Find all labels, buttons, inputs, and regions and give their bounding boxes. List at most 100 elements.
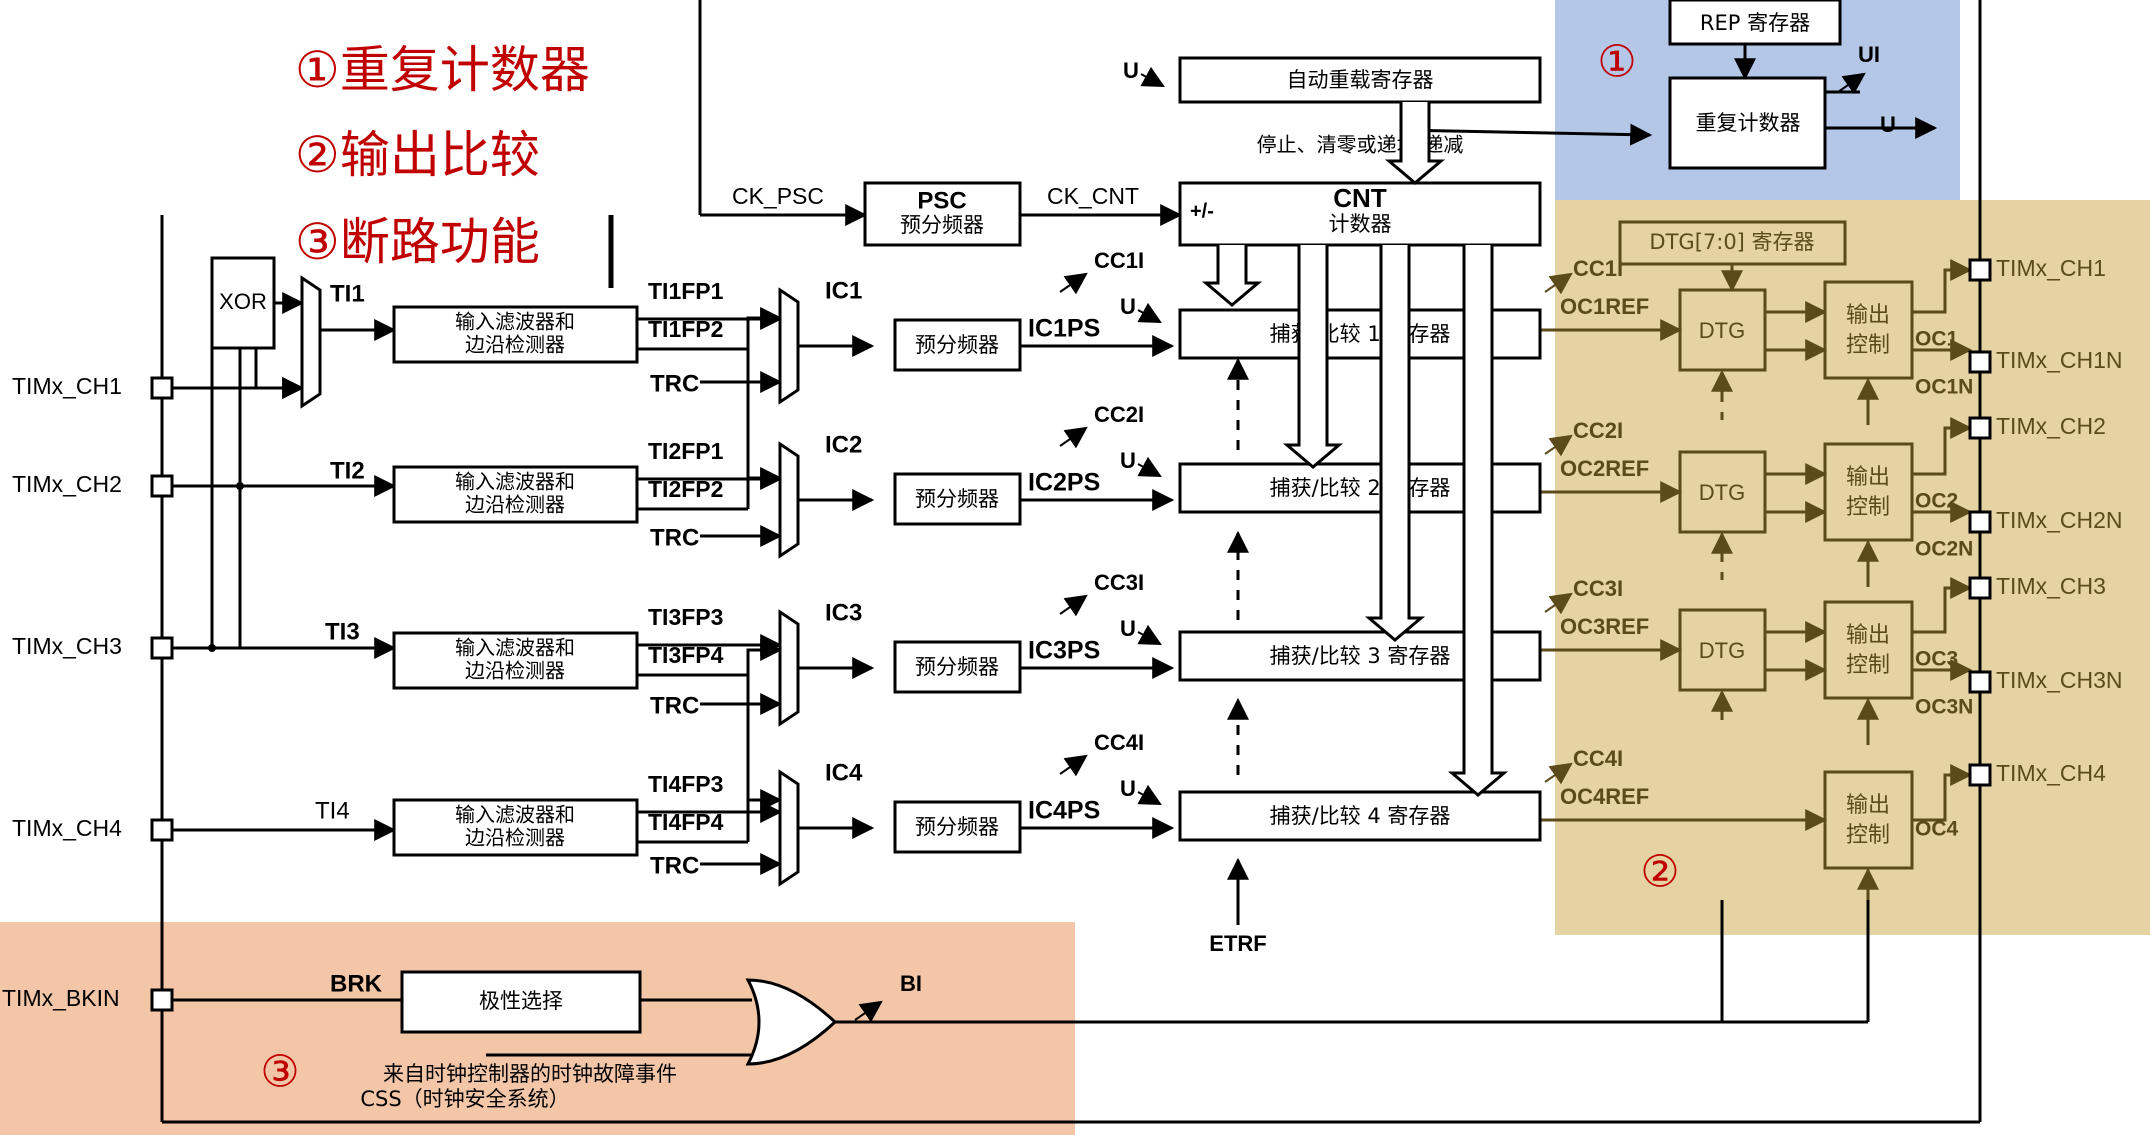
brk-label: BRK <box>330 970 383 997</box>
label: 重复计数器 <box>1696 111 1801 135</box>
output-cci-label: CC3I <box>1573 576 1623 601</box>
ocref-label: OC1REF <box>1560 294 1649 319</box>
label: DTG <box>1699 480 1745 505</box>
label: DTG <box>1699 638 1745 663</box>
label: 输入滤波器和 <box>455 636 575 660</box>
fp-label: TI4FP4 <box>648 809 724 835</box>
output-pin-3 <box>1968 416 1992 440</box>
ic-label: IC3 <box>825 599 862 626</box>
label: 预分频器 <box>915 815 999 839</box>
flag-arrow <box>1544 762 1573 785</box>
counter-control-label: 停止、清零或递增/递减 <box>1257 133 1464 157</box>
fp-label: TI1FP1 <box>648 278 724 304</box>
oc-label: OC1 <box>1915 328 1959 351</box>
flag-arrow <box>1544 272 1573 295</box>
output-pin-6 <box>1968 670 1992 694</box>
dtg-box-3 <box>1678 608 1767 692</box>
signal-line <box>1912 417 1973 476</box>
cnt-to-ccr1 <box>1201 245 1263 307</box>
output-cci-label: CC4I <box>1573 746 1623 771</box>
flag-arrow <box>1544 592 1573 615</box>
signal-line <box>1399 123 1653 146</box>
ic-prescaler-2 <box>893 472 1022 526</box>
icps-label: IC1PS <box>1028 315 1100 343</box>
junction-dot <box>208 644 216 652</box>
ti-label: TI4 <box>315 797 350 824</box>
output-pin-5 <box>1968 576 1992 600</box>
label: 输出 <box>1846 623 1890 648</box>
label: 输入滤波器和 <box>455 470 575 494</box>
label: REP 寄存器 <box>1700 11 1810 35</box>
fp-label: TI3FP4 <box>648 642 724 668</box>
input-pin-ch3 <box>150 636 174 660</box>
input-pin-label: TIMx_CH2 <box>12 471 122 497</box>
input-pin-bkin <box>150 988 174 1012</box>
cci-flag-label: CC4I <box>1094 730 1144 755</box>
cnt-box <box>1178 181 1542 247</box>
input-pin-label: TIMx_CH1 <box>12 373 122 399</box>
input-mux-1 <box>778 287 800 405</box>
input-filter-2 <box>392 465 639 524</box>
output-pin-7 <box>1968 763 1992 787</box>
output-cci-label: CC2I <box>1573 418 1623 443</box>
flag-arrow <box>854 1000 883 1023</box>
region-marker-1: ① <box>1597 38 1636 87</box>
cci-flag-label: CC1I <box>1094 248 1144 273</box>
ocref-label: OC2REF <box>1560 456 1649 481</box>
input-pin-label: TIMx_CH4 <box>12 815 122 841</box>
fp-label: TI2FP2 <box>648 476 723 502</box>
capture-compare-register-4 <box>1178 790 1542 842</box>
xor-gate <box>210 256 276 350</box>
label: CK_PSC <box>732 183 824 209</box>
region-marker-2: ② <box>1640 848 1679 897</box>
output-pin-label: TIMx_CH2 <box>1996 413 2106 439</box>
label: DTG <box>1699 318 1745 343</box>
label: 输出 <box>1846 465 1890 490</box>
label: 输出 <box>1846 303 1890 328</box>
signal-line <box>746 675 783 811</box>
ic-prescaler-1 <box>893 318 1022 372</box>
cnt-to-ccr2 <box>1282 245 1344 469</box>
trc-label: TRC <box>650 524 699 551</box>
update-event-label: U <box>1120 448 1136 473</box>
legend-item-output-compare: ②输出比较 <box>295 126 540 184</box>
ic-prescaler-3 <box>893 640 1022 694</box>
label: 极性选择 <box>479 989 563 1013</box>
output-cci-label: CC1I <box>1573 256 1623 281</box>
output-pin-2 <box>1968 350 1992 374</box>
signal-line <box>1912 259 1973 314</box>
update-event-arrow <box>1137 302 1162 324</box>
input-mux-3 <box>778 609 800 727</box>
label: 捕获/比较 2 寄存器 <box>1270 476 1451 500</box>
arr-to-cnt-arrow <box>1384 102 1446 185</box>
label: +/- <box>1190 200 1214 222</box>
label: XOR <box>219 289 267 314</box>
oc-label: OC3 <box>1915 648 1958 671</box>
or-gate <box>745 978 838 1066</box>
label: 输入滤波器和 <box>455 310 575 334</box>
ocref-label: OC4REF <box>1560 784 1649 809</box>
rep-register <box>1668 0 1842 46</box>
input-mux-2 <box>778 441 800 559</box>
label: 输入滤波器和 <box>455 803 575 827</box>
input-pin-ch1 <box>150 376 174 400</box>
output-pin-label: TIMx_CH1 <box>1996 255 2106 281</box>
label: 控制 <box>1846 653 1890 678</box>
input-pin-ch4 <box>150 818 174 842</box>
output-pin-4 <box>1968 510 1992 534</box>
signal-line <box>1912 764 1973 822</box>
update-event-label: U <box>1123 58 1139 83</box>
input-pin-label: TIMx_BKIN <box>2 985 120 1011</box>
cci-flag-label: CC2I <box>1094 402 1144 427</box>
fp-label: TI4FP3 <box>648 771 723 797</box>
icps-label: IC4PS <box>1028 797 1100 825</box>
input-pin-label: TIMx_CH3 <box>12 633 122 659</box>
fp-label: TI3FP3 <box>648 604 723 630</box>
oc-label: OC2 <box>1915 490 1958 513</box>
icps-label: IC2PS <box>1028 469 1100 497</box>
output-control-3 <box>1823 600 1914 700</box>
ic-label: IC4 <box>825 759 863 786</box>
label: 预分频器 <box>915 333 999 357</box>
